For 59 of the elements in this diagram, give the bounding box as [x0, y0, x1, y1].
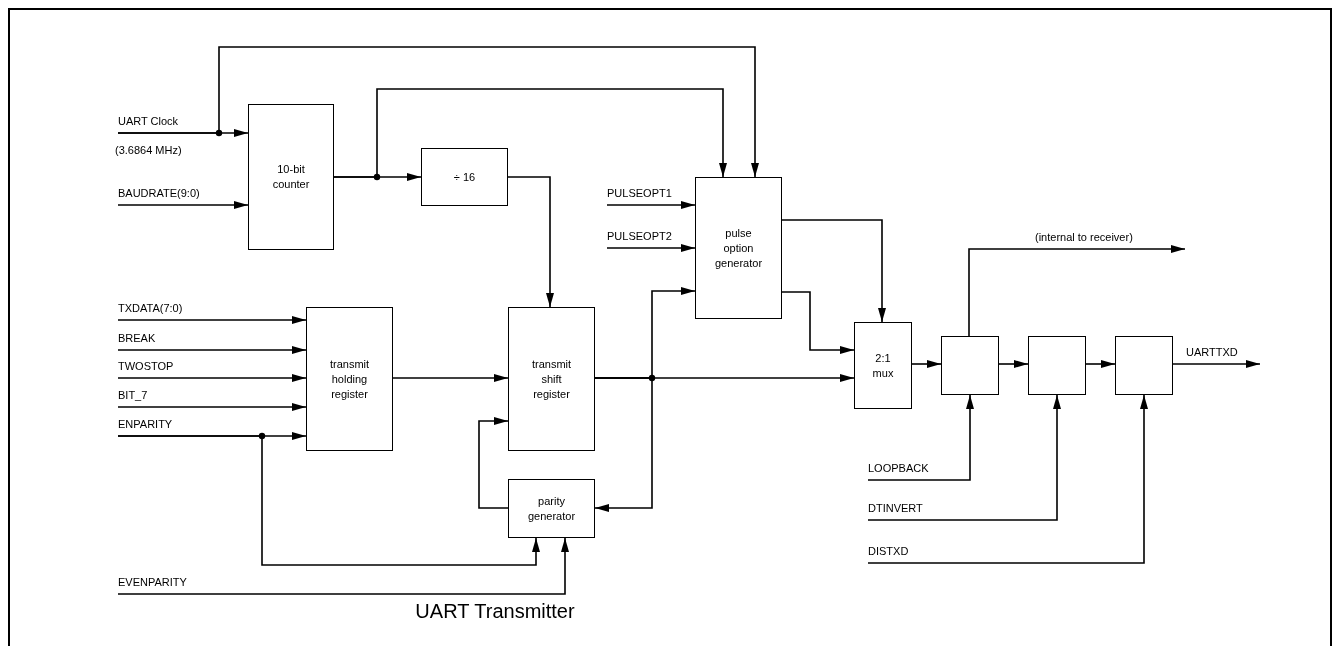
register-box [1028, 336, 1086, 395]
block-label: parity generator [526, 493, 577, 524]
arrow [117, 435, 540, 566]
arrow [911, 360, 942, 368]
arrow [478, 417, 509, 509]
signal-label: PULSEOPT2 [607, 228, 683, 248]
signal-label: UART Clock [118, 113, 204, 133]
register-box [1115, 336, 1173, 395]
arrow [1085, 360, 1116, 368]
arrow [594, 377, 653, 512]
arrow [392, 374, 509, 382]
block-box [508, 479, 595, 538]
arrow [867, 394, 974, 481]
signal-label: EVENPARITY [118, 574, 210, 594]
arrow [117, 537, 569, 595]
arrow [117, 201, 249, 209]
arrow [333, 88, 727, 178]
register-box [941, 336, 999, 395]
block-label: transmit holding register [328, 356, 371, 402]
block-box [508, 307, 595, 451]
signal-label: ENPARITY [118, 416, 194, 436]
arrow [1172, 360, 1261, 368]
block-label: transmit shift register [530, 356, 573, 402]
signal-label: BIT_7 [118, 387, 168, 407]
arrow [781, 219, 886, 323]
arrow [968, 245, 1186, 337]
block-box [695, 177, 782, 319]
signal-label: BREAK [118, 330, 178, 350]
block-label: ÷ 16 [453, 169, 476, 185]
caption: UART Transmitter [414, 599, 576, 623]
block-label: 2:1 mux [871, 350, 895, 381]
signal-label: DISTXD [868, 543, 934, 563]
block-box [248, 104, 334, 250]
signal-label: TXDATA(7:0) [118, 300, 208, 320]
block-label: 10-bit counter [271, 162, 311, 192]
arrow [117, 316, 307, 324]
arrow [507, 176, 554, 308]
signal-label: LOOPBACK [868, 460, 948, 480]
arrow [117, 374, 307, 382]
arrow [117, 346, 307, 354]
block-box [306, 307, 393, 451]
arrow [781, 291, 855, 354]
signal-label: TWOSTOP [118, 358, 188, 378]
signal-label: PULSEOPT1 [607, 185, 683, 205]
block-label: pulse option generator [713, 225, 764, 271]
arrow [867, 394, 1148, 564]
signal-label: DTINVERT [868, 500, 944, 520]
arrow [867, 394, 1061, 521]
block-box [421, 148, 508, 206]
arrow [606, 201, 696, 209]
signal-label: (internal to receiver) [1035, 225, 1187, 249]
signal-label: BAUDRATE(9:0) [118, 185, 214, 205]
block-box [854, 322, 912, 409]
arrow [117, 46, 759, 178]
arrow [998, 360, 1029, 368]
arrow [117, 403, 307, 411]
frequency-note: (3.6864 MHz) [115, 144, 182, 157]
arrow [606, 244, 696, 252]
signal-label: UARTTXD [1186, 340, 1262, 364]
